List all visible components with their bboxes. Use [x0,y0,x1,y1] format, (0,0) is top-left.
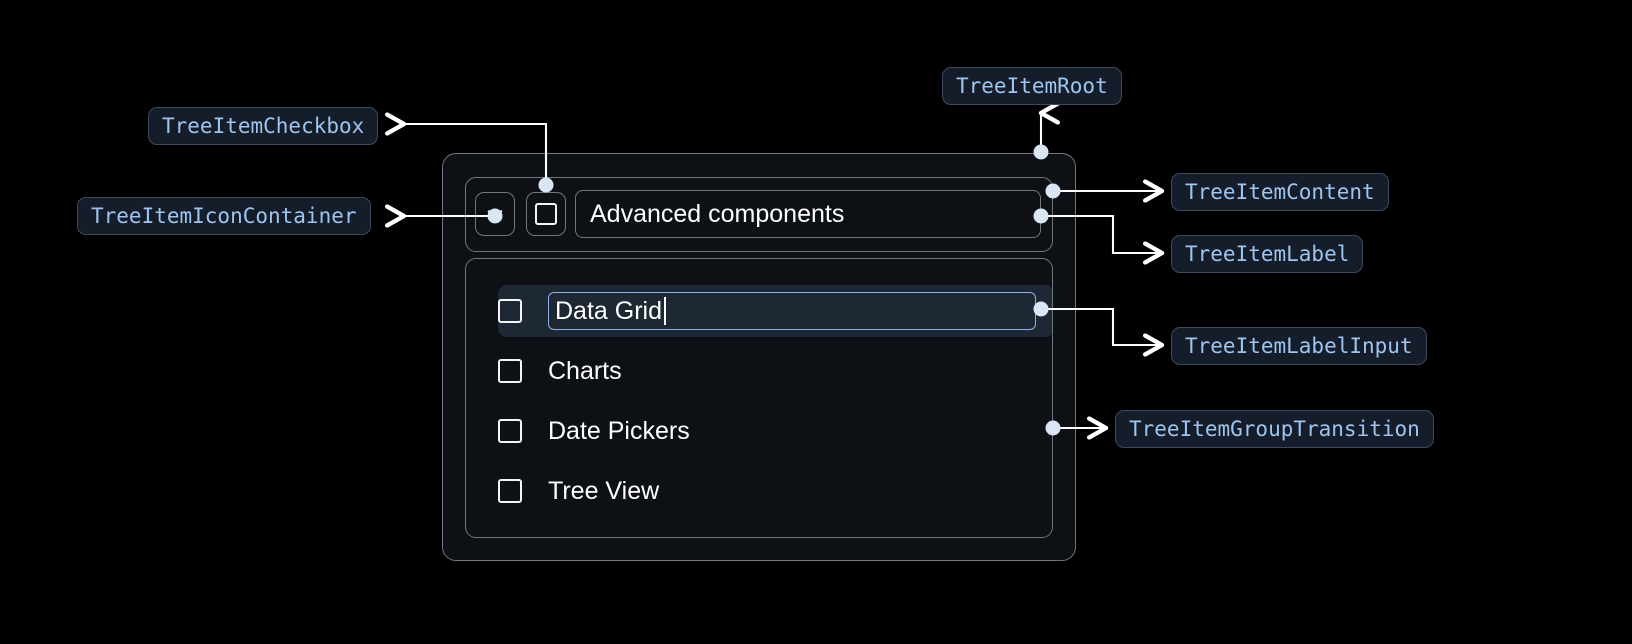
tree-row-data-grid[interactable]: Data Grid [498,285,1052,337]
tree-item-group-transition: Data Grid Charts Date Pickers Tree View [465,258,1053,538]
annotation-tree-item-content: TreeItemContent [1171,173,1389,211]
tree-item-label-input[interactable]: Data Grid [548,292,1036,330]
tree-item-content[interactable] [465,177,1053,252]
checkbox-unchecked-icon[interactable] [498,299,522,323]
tree-row-label: Charts [548,356,622,385]
annotation-tree-item-group-transition: TreeItemGroupTransition [1115,410,1434,448]
checkbox-unchecked-icon [535,203,557,225]
tree-item-checkbox[interactable] [526,192,566,236]
checkbox-unchecked-icon[interactable] [498,359,522,383]
tree-item-label-input-value: Data Grid [555,296,662,325]
tree-row-tree-view[interactable]: Tree View [498,465,1052,517]
checkbox-unchecked-icon[interactable] [498,479,522,503]
annotation-tree-item-label: TreeItemLabel [1171,235,1364,273]
text-caret [663,297,666,325]
tree-row-label: Date Pickers [548,416,690,445]
annotation-tree-item-checkbox: TreeItemCheckbox [148,107,379,145]
checkbox-unchecked-icon[interactable] [498,419,522,443]
tree-row-label: Tree View [548,476,660,505]
annotation-tree-item-icon-container: TreeItemIconContainer [77,197,371,235]
annotation-tree-item-root: TreeItemRoot [942,67,1122,105]
tree-row-date-pickers[interactable]: Date Pickers [498,405,1052,457]
tree-item-icon-container[interactable] [475,192,515,236]
tree-row-charts[interactable]: Charts [498,345,1052,397]
tree-item-label-text: Advanced components [590,199,845,228]
tree-item-label[interactable]: Advanced components [575,190,1041,238]
chevron-down-icon [487,210,503,219]
annotation-tree-item-label-input: TreeItemLabelInput [1171,327,1427,365]
